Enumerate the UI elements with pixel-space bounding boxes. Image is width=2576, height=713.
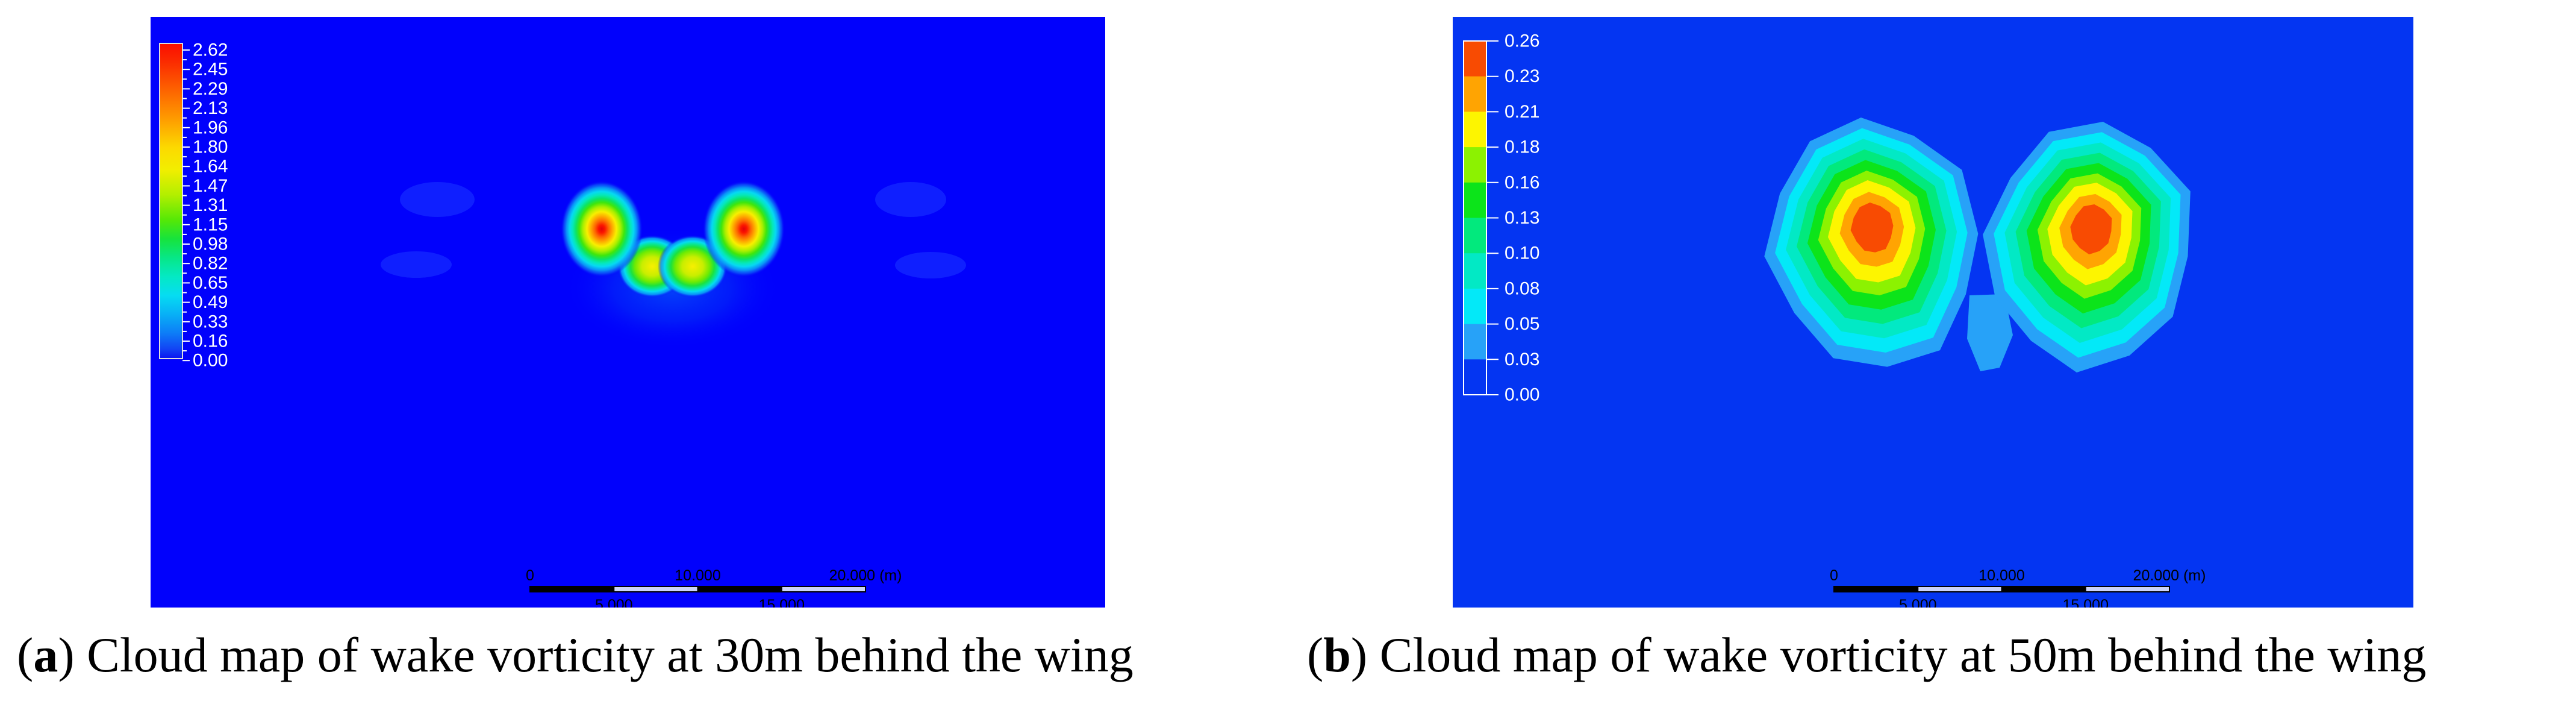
caption-a-text: Cloud map of wake vorticity at 30m behin… <box>87 627 1134 682</box>
wingtip-vortex-left <box>561 181 643 277</box>
colorbar-tick-label: 0.08 <box>1505 278 1539 298</box>
scale-bar-label: 10.000 <box>675 567 720 584</box>
caption-b-text: Cloud map of wake vorticity at 50m behin… <box>1379 627 2427 682</box>
scale-bar-label: 0 <box>526 567 534 584</box>
wake-lobe-left <box>1764 117 1979 367</box>
colorbar-tick-label: 0.65 <box>193 273 228 293</box>
colorbar-tick-label: 0.18 <box>1505 137 1539 157</box>
wake-lobe-right-band <box>2070 204 2112 255</box>
panel-b-contour-plot: 0.26 0.23 0.21 0.18 0.16 0.13 0.10 0.08 0.05 0.03… <box>1453 17 2413 608</box>
faint-patch-lower-right <box>895 252 966 278</box>
wake-lobe-left-band <box>1850 202 1894 253</box>
colorbar-tick-label: 0.05 <box>1505 314 1539 334</box>
colorbar-tick-label: 0.98 <box>193 234 228 254</box>
colorbar-tick-label: 0.33 <box>193 312 228 331</box>
lobe-bridge <box>1967 294 2013 371</box>
colorbar-tick-label: 1.31 <box>193 195 228 215</box>
scale-bar-label: 20.000 (m) <box>829 567 902 584</box>
colorbar-tick-label: 2.13 <box>193 98 228 118</box>
scale-bar-label: 15.000 <box>759 597 805 608</box>
caption-b: (b) Cloud map of wake vorticity at 50m b… <box>1307 627 2426 683</box>
colorbar-tick-label: 0.49 <box>193 292 228 312</box>
contour-plot-a: 2.622.452.292.131.961.801.641.471.311.15… <box>151 17 1105 608</box>
scale-bar-label: 5.000 <box>595 597 633 608</box>
contour-plot-b: 0.26 0.23 0.21 0.18 0.16 0.13 0.10 0.08 0.05 0.03… <box>1453 17 2413 608</box>
colorbar-tick-label: 0.03 <box>1505 350 1539 369</box>
faint-patch-lower-left <box>381 251 452 278</box>
colorbar-tick-label: 0.16 <box>193 331 228 351</box>
scale-bar-label: 0 <box>1830 567 1838 584</box>
colorbar-tick-label: 0.26 <box>1505 31 1539 51</box>
caption-a-paren-open: ( <box>17 627 34 682</box>
scale-bar-label: 15.000 <box>2063 597 2109 608</box>
colorbar-tick-label: 1.96 <box>193 118 228 137</box>
colorbar-tick-label: 0.16 <box>1505 172 1539 192</box>
caption-b-label: b <box>1323 627 1351 682</box>
colorbar-tick-label: 1.47 <box>193 176 228 196</box>
colorbar-a: 2.622.452.292.131.961.801.641.471.311.15… <box>159 40 228 371</box>
scale-bar-b: 0 10.000 20.000 (m) 5.000 15.000 <box>1830 567 2206 608</box>
colorbar-tick-label: 0.00 <box>193 351 228 371</box>
colorbar-tick-label: 2.62 <box>193 40 228 60</box>
colorbar-tick-label: 0.82 <box>193 254 228 274</box>
scale-bar-label: 10.000 <box>1979 567 2024 584</box>
colorbar-tick-label: 0.21 <box>1505 102 1539 122</box>
colorbar-tick-label: 0.23 <box>1505 66 1539 86</box>
scale-bar-label: 20.000 (m) <box>2133 567 2206 584</box>
scale-bar-label: 5.000 <box>1899 597 1937 608</box>
colorbar-tick-label: 0.00 <box>1505 385 1539 405</box>
caption-a-paren-close: ) <box>58 627 87 682</box>
colorbar-tick-label: 2.29 <box>193 79 228 99</box>
colorbar-tick-label: 2.45 <box>193 60 228 80</box>
colorbar-tick-label: 1.80 <box>193 137 228 157</box>
colorbar-tick-label: 0.10 <box>1505 243 1539 263</box>
wake-lobe-right <box>1983 122 2191 372</box>
wingtip-vortex-right <box>703 181 785 277</box>
caption-b-paren-open: ( <box>1307 627 1324 682</box>
faint-patch-upper-right <box>875 182 946 217</box>
scale-bar-a: 0 10.000 20.000 (m) 5.000 15.000 <box>526 567 902 608</box>
colorbar-tick-label: 1.15 <box>193 215 228 234</box>
faint-patch-upper-left <box>400 182 475 217</box>
colorbar-b: 0.26 0.23 0.21 0.18 0.16 0.13 0.10 0.08 0.05 0.03… <box>1463 31 1539 405</box>
caption-a-label: a <box>33 627 58 682</box>
caption-a: (a) Cloud map of wake vorticity at 30m b… <box>17 627 1134 683</box>
colorbar-tick-label: 0.13 <box>1505 208 1539 228</box>
caption-b-paren-close: ) <box>1350 627 1380 682</box>
colorbar-tick-label: 1.64 <box>193 157 228 177</box>
